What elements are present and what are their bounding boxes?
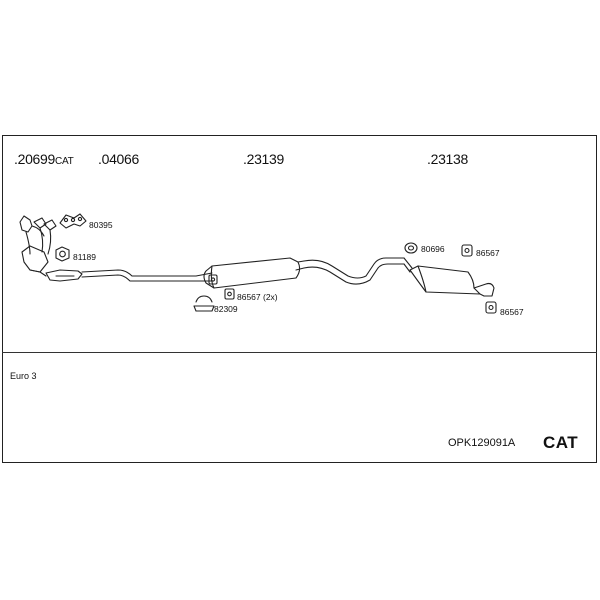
cat-badge: CAT: [543, 433, 579, 452]
label-gasket-81189: 81189: [73, 252, 97, 262]
emission-class: Euro 3: [10, 371, 37, 381]
gasket-80696-icon: [404, 242, 418, 254]
front-pipe-icon: [45, 269, 197, 282]
label-clamp-82309: 82309: [214, 304, 238, 314]
mount-86567-pair-icon: [208, 274, 235, 300]
mount-86567-b-icon: [485, 301, 497, 314]
part-suffix-manifold: CAT: [55, 156, 74, 167]
kit-code: OPK129091A: [448, 437, 516, 449]
rear-silencer-icon: [403, 257, 495, 297]
label-mount-86567-b: 86567: [500, 307, 524, 317]
part-number-manifold: .20699: [14, 151, 56, 167]
diagram-frame: [2, 135, 597, 463]
middle-silencer-icon: [195, 257, 405, 289]
label-gasket-80696: 80696: [421, 244, 445, 254]
part-number-middle-silencer: .23139: [243, 151, 285, 167]
label-mount-86567-2x: 86567 (2x): [237, 292, 278, 302]
gasket-81189-icon: [55, 246, 70, 262]
manifold-icon: [19, 215, 57, 277]
label-mount-86567-a: 86567: [476, 248, 500, 258]
part-label-manifold: .20699CAT: [14, 151, 74, 167]
part-number-front-pipe: .04066: [98, 151, 140, 167]
label-gasket-80395: 80395: [89, 220, 113, 230]
diagram-divider: [2, 352, 597, 353]
gasket-80395-icon: [59, 213, 87, 229]
clamp-82309-icon: [193, 295, 215, 312]
mount-86567-a-icon: [461, 244, 473, 257]
part-number-rear-silencer: .23138: [427, 151, 469, 167]
